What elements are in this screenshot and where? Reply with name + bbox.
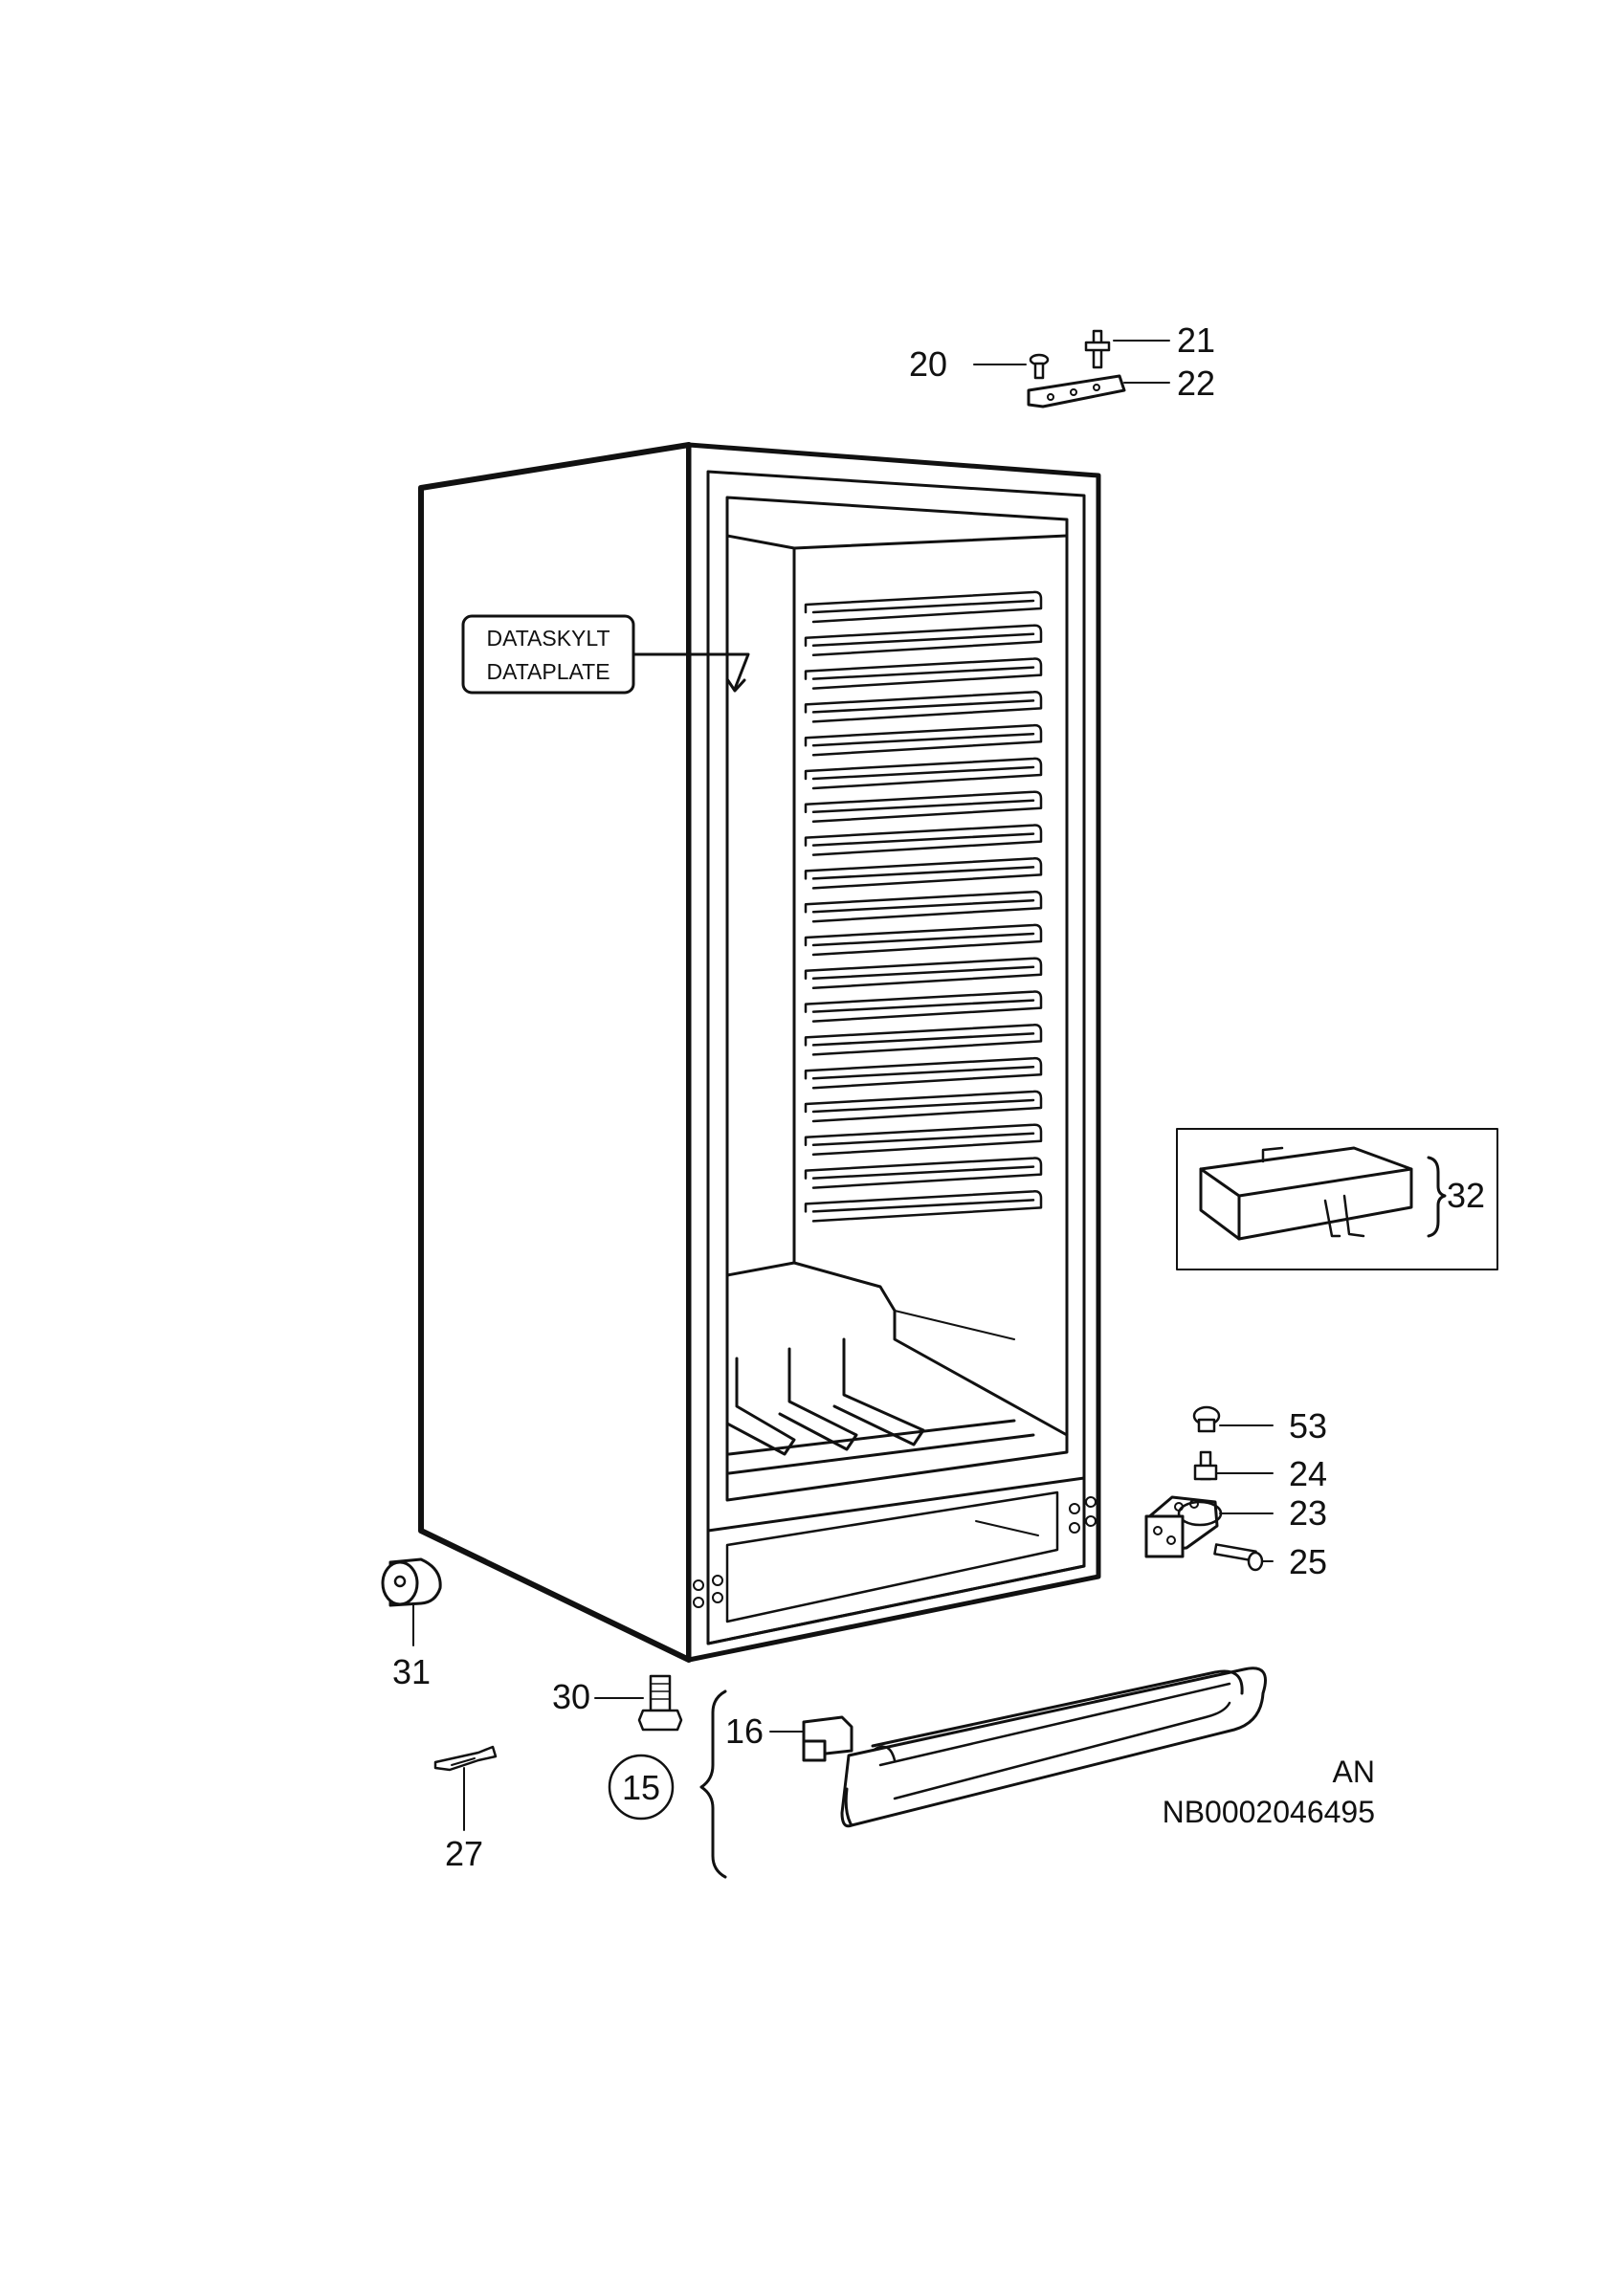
part-32-box: 32 [1176, 1128, 1498, 1270]
part-20-screw: 20 [909, 344, 1050, 384]
shelf-rail [804, 1090, 1043, 1123]
shelf-rail [804, 1056, 1043, 1090]
part-30-bolt: 30 [552, 1674, 683, 1732]
callout-30: 30 [552, 1677, 590, 1716]
drawing-code-line-1: AN [1333, 1755, 1375, 1789]
part-23-lower-hinge: 23 [1144, 1493, 1327, 1558]
shelf-rail [804, 691, 1043, 723]
shelf-rail [804, 990, 1043, 1023]
shelf-rail [804, 590, 1043, 624]
nameplate-label: DATASKYLT DATAPLATE [461, 614, 750, 695]
callout-27: 27 [445, 1834, 483, 1873]
shelf-rail [804, 824, 1043, 856]
callout-31: 31 [392, 1652, 431, 1691]
shelf-rail [804, 857, 1043, 890]
callout-53: 53 [1289, 1406, 1327, 1446]
part-24-pin: 24 [1193, 1450, 1327, 1493]
door-handle-bar [840, 1667, 1267, 1828]
callout-23: 23 [1289, 1493, 1327, 1533]
part-25-screw: 25 [1213, 1542, 1327, 1581]
shelf-rail [804, 624, 1043, 657]
part-31-foot: 31 [381, 1557, 442, 1691]
nameplate-line-1: DATASKYLT [486, 626, 610, 651]
shelf-rails [804, 590, 1043, 1223]
callout-16: 16 [725, 1711, 764, 1751]
drawing-code: AN NB0002046495 [1163, 1755, 1375, 1829]
shelf-rail [804, 1123, 1043, 1157]
nameplate-line-2: DATAPLATE [486, 659, 610, 684]
part-21-hinge-pin: 21 [1084, 320, 1215, 369]
shelf-rail [804, 1024, 1043, 1056]
shelf-rail [804, 657, 1043, 690]
part-53-cap: 53 [1192, 1405, 1327, 1446]
shelf-rail [804, 723, 1043, 757]
shelf-rail [804, 1157, 1043, 1189]
shelf-rail [804, 890, 1043, 923]
shelf-rail [804, 957, 1043, 990]
shelf-rail [804, 790, 1043, 824]
callout-32: 32 [1447, 1176, 1485, 1215]
evaporator-coils [725, 1337, 1035, 1475]
part-15-kit: 15 [608, 1689, 727, 1879]
cabinet-body [418, 442, 1101, 1663]
shelf-rail [804, 923, 1043, 957]
part-16-end-cap: 16 [725, 1711, 853, 1762]
callout-20: 20 [909, 344, 947, 384]
part-22-hinge-bracket: 22 [1027, 364, 1215, 408]
callout-22: 22 [1177, 364, 1215, 403]
callout-21: 21 [1177, 320, 1215, 360]
callout-15: 15 [622, 1768, 660, 1807]
part-27-clip: 27 [433, 1745, 498, 1873]
callout-25: 25 [1289, 1542, 1327, 1581]
hinge-holes [693, 1496, 1097, 1608]
shelf-rail [804, 1190, 1043, 1223]
drawing-code-line-2: NB0002046495 [1163, 1795, 1375, 1829]
shelf-rail [804, 757, 1043, 790]
callout-24: 24 [1289, 1454, 1327, 1493]
